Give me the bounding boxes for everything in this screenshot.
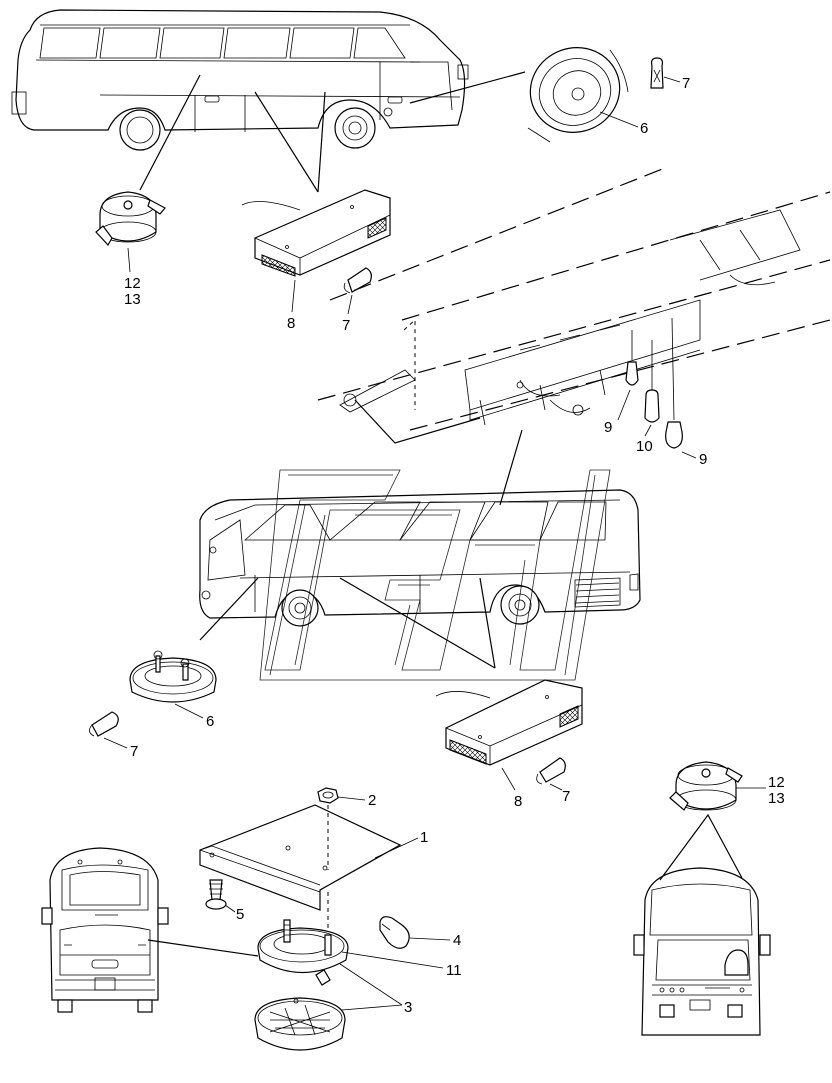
callout-4: 4	[453, 932, 461, 949]
callout-12-top-left: 12	[124, 275, 141, 292]
callout-1: 1	[420, 829, 428, 846]
callout-3: 3	[404, 999, 412, 1016]
leader-3b	[341, 1004, 403, 1011]
callout-7-mid-right: 7	[562, 788, 570, 805]
callout-7-mid-left: 7	[130, 743, 138, 760]
lamp-lens-part-3	[254, 997, 346, 1051]
callout-5: 5	[236, 906, 244, 923]
lamp-housing-part-11	[257, 919, 349, 986]
bulb-mid-left	[89, 711, 119, 737]
bulb-mid-right	[536, 757, 566, 785]
frame-lamp-10	[644, 340, 660, 423]
round-lamp-mid-left	[129, 650, 217, 703]
leader-rear-bus	[659, 813, 743, 881]
callout-8-mid: 8	[514, 793, 522, 810]
leader-mid-8a	[339, 577, 496, 669]
callout-9-b: 9	[699, 451, 707, 468]
callout-11: 11	[446, 962, 462, 979]
callout-13-top-left: 13	[124, 291, 141, 308]
nut-part-2	[317, 787, 339, 804]
callout-10: 10	[636, 438, 653, 455]
bulb-part-4	[379, 916, 410, 949]
roof-lamp-top-right	[669, 761, 743, 811]
leader-top-8a	[254, 91, 319, 193]
leader-front-bus	[147, 939, 259, 957]
callout-9-a: 9	[604, 419, 612, 436]
leader-3a	[339, 963, 403, 1006]
callout-7-top-right: 7	[682, 75, 690, 92]
marker-lamp-mid	[435, 679, 583, 766]
leader-mid-8b	[479, 577, 496, 669]
callout-2: 2	[368, 792, 376, 809]
leader-frame-lamp	[354, 399, 481, 444]
leader-mid-6	[199, 577, 259, 641]
leader-top-12	[139, 74, 201, 191]
callout-12-right: 12	[768, 774, 785, 791]
callout-13-right: 13	[768, 790, 785, 807]
frame-lamp-9a	[625, 330, 639, 386]
bulb-top-middle	[343, 267, 372, 294]
callout-8-top: 8	[287, 315, 295, 332]
roof-lamp-top-left	[95, 191, 166, 247]
screw-part-5	[205, 879, 227, 910]
bus-rear-three-quarter-view	[199, 489, 641, 627]
callout-7-top-middle: 7	[342, 317, 350, 334]
callout-6-mid: 6	[206, 713, 214, 730]
bus-side-view-top	[11, 9, 469, 151]
bus-rear-view	[633, 867, 771, 1036]
bulb-top-right	[650, 57, 664, 89]
mounting-plate-part-1	[199, 804, 402, 911]
frame-lamp-9b	[665, 317, 683, 449]
callout-6-top: 6	[640, 120, 648, 137]
leader-top-8b	[317, 91, 326, 193]
watermark-logo	[259, 469, 611, 681]
bus-front-view	[41, 847, 169, 1013]
chassis-frame	[317, 167, 831, 431]
leader-top-6	[409, 71, 526, 104]
marker-lamp-top	[241, 189, 391, 277]
leader-frame-to-bus	[499, 429, 523, 506]
round-lamp-top-right	[527, 47, 629, 143]
